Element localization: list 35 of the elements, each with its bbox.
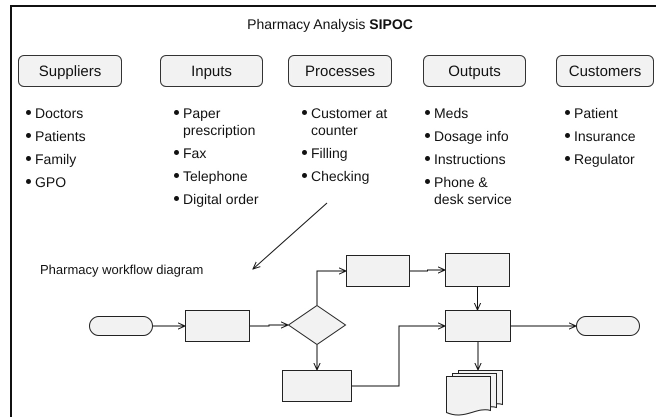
flow-arrow xyxy=(313,344,321,370)
list-item-text: Dosage info xyxy=(434,128,509,144)
list-item-text: Family xyxy=(35,151,76,167)
list-item-text: Customer at counter xyxy=(311,105,388,138)
list-item-text: Fax xyxy=(183,145,206,161)
category-header: Customers xyxy=(556,55,654,87)
flow-arrow xyxy=(410,266,446,274)
list-item-text: Regulator xyxy=(574,151,635,167)
list-item-text: Paper prescription xyxy=(183,105,256,138)
flow-arrow xyxy=(474,342,482,370)
leader-arrow xyxy=(252,202,328,270)
list-item-text: Checking xyxy=(311,168,370,184)
flow-arrow xyxy=(352,322,446,386)
category-header: Inputs xyxy=(160,55,263,87)
list-item-text: GPO xyxy=(35,174,66,190)
category-header: Processes xyxy=(288,55,392,87)
category-header: Suppliers xyxy=(18,55,122,87)
flow-arrow xyxy=(152,322,186,330)
list-item-text: Phone & desk service xyxy=(434,174,512,207)
list-item-text: Instructions xyxy=(434,151,506,167)
flow-arrow xyxy=(250,321,288,329)
list-item-text: Telephone xyxy=(183,168,248,184)
flow-arrow xyxy=(510,322,576,330)
list-item-text: Doctors xyxy=(35,105,84,121)
flow-arrow xyxy=(474,286,482,310)
annotation-text: Pharmacy workflow diagram xyxy=(40,260,253,278)
list-item-text: Meds xyxy=(434,105,468,121)
list-item-text: Patients xyxy=(35,128,86,144)
flow-arrow xyxy=(316,267,346,306)
list-item-text: Insurance xyxy=(574,128,636,144)
list-item-text: Digital order xyxy=(183,191,258,207)
category-header: Outputs xyxy=(423,55,526,87)
diagram-title: Pharmacy Analysis SIPOC xyxy=(246,16,414,32)
list-item-text: Patient xyxy=(574,105,618,121)
list-item-text: Filling xyxy=(311,145,348,161)
